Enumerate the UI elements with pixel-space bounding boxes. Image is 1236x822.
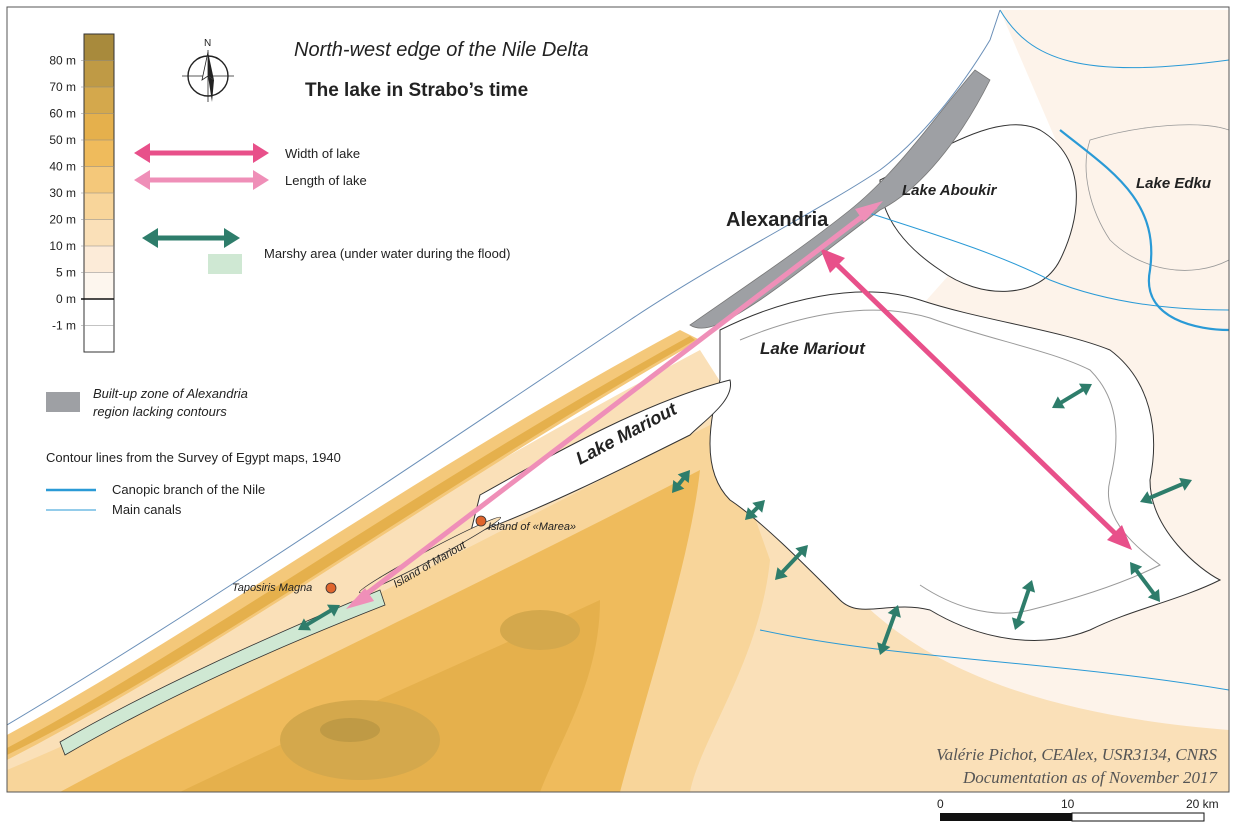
elevation-swatch [84,87,114,114]
elevation-swatch [84,166,114,193]
coastline [7,9,1001,726]
credit-line1: Valérie Pichot, CEAlex, USR3134, CNRS [936,745,1217,764]
main-canal-1 [859,209,1229,311]
marsh-arrow [1130,562,1160,602]
legend-built-up-line1: Built-up zone of Alexandria [93,386,248,401]
elevation-label: 50 m [49,133,76,147]
scale-tick-20: 20 km [1186,797,1219,811]
legend-contour-source: Contour lines from the Survey of Egypt m… [46,450,341,465]
legend-built-up-line2: region lacking contours [93,404,227,419]
elevation-swatch [84,272,114,299]
elevation-swatch [84,34,114,61]
width-arrow-head-a [820,248,845,273]
legend-marshy-area: Marshy area (under water during the floo… [264,246,510,261]
elevation-swatch [84,193,114,220]
map-body [7,7,1229,792]
length-arrow-head-a [346,588,374,609]
elevation-legend: 80 m 70 m 60 m 50 m 40 m 30 m 20 m 10 m 5 m 0 m -1… [49,33,115,353]
elevation-swatch [84,140,114,167]
scale-segment-2 [1071,812,1205,822]
elevation-label: 30 m [49,186,76,200]
legend-length-of-lake: Length of lake [285,173,367,188]
marsh-arrow [1052,383,1092,409]
label-taposiris-magna: Taposiris Magna [232,582,312,594]
legend-marsh-swatch [208,254,242,274]
width-of-lake-arrow [825,253,1127,545]
label-lake-edku: Lake Edku [1136,175,1211,192]
island-of-marea-dot [475,515,487,527]
marsh-arrow [877,605,901,655]
legend-built-up-swatch [46,392,80,412]
scale-tick-10: 10 [1061,797,1075,811]
elevation-swatch [84,246,114,273]
built-up-alexandria [689,69,991,329]
label-lake-aboukir: Lake Aboukir [902,182,998,199]
marsh-arrow [745,500,765,520]
label-alexandria: Alexandria [726,209,829,231]
elevation-label: 5 m [56,266,76,280]
elevation-peak-3 [320,718,380,742]
elevation-label: 20 m [49,213,76,227]
elevation-label: 0 m [56,292,76,306]
main-canal-3 [999,9,1229,69]
marsh-arrow [672,470,690,493]
marsh-area [59,589,386,756]
elevation-label: 40 m [49,160,76,174]
lake-edku-area [1085,124,1229,271]
map-subtitle: The lake in Strabo’s time [305,80,528,101]
elevation-peak-2 [500,610,580,650]
elevation-label: -1 m [52,319,76,333]
elevation-swatch [84,299,114,326]
main-canal-2 [759,629,1229,691]
scale-tick-0: 0 [937,797,944,811]
marsh-arrow [775,545,808,580]
canopic-branch [1059,129,1229,332]
label-lake-mariout-east: Lake Mariout [760,339,866,358]
map-title: North-west edge of the Nile Delta [294,39,589,61]
legend-main-canals: Main canals [112,502,182,517]
legend: Width of lake Length of lake Marshy area… [46,143,510,517]
map-frame [6,6,1230,793]
elevation-label: 70 m [49,80,76,94]
marsh-arrow [1011,580,1036,630]
scale-bar: 0 10 20 km [937,797,1219,822]
lake-mariout-west-arm [469,379,731,536]
width-arrow-head-b [1107,525,1132,550]
legend-canopic: Canopic branch of the Nile [112,482,265,497]
north-label: N [204,38,211,49]
elevation-label: 10 m [49,239,76,253]
marsh-arrow [1140,477,1192,505]
label-island-of-marea: Island of «Marea» [488,521,576,533]
length-of-lake-arrow [351,204,878,606]
elevation-label: 80 m [49,54,76,68]
elevation-swatch [84,325,114,352]
lake-mariout-water [709,291,1222,641]
scale-segment-1 [940,813,1072,821]
length-arrow-head-b [855,201,883,222]
credit-line2: Documentation as of November 2017 [962,768,1219,787]
elevation-swatch [84,113,114,140]
coastal-ridge-inner [7,336,695,755]
legend-width-of-lake: Width of lake [285,146,360,161]
marsh-arrow [298,604,340,631]
north-arrow: N [182,38,234,102]
taposiris-magna-dot [325,582,337,594]
lake-mariout-contour [739,309,1161,614]
elevation-swatch [84,219,114,246]
elevation-label: 60 m [49,107,76,121]
elevation-swatch [84,60,114,87]
